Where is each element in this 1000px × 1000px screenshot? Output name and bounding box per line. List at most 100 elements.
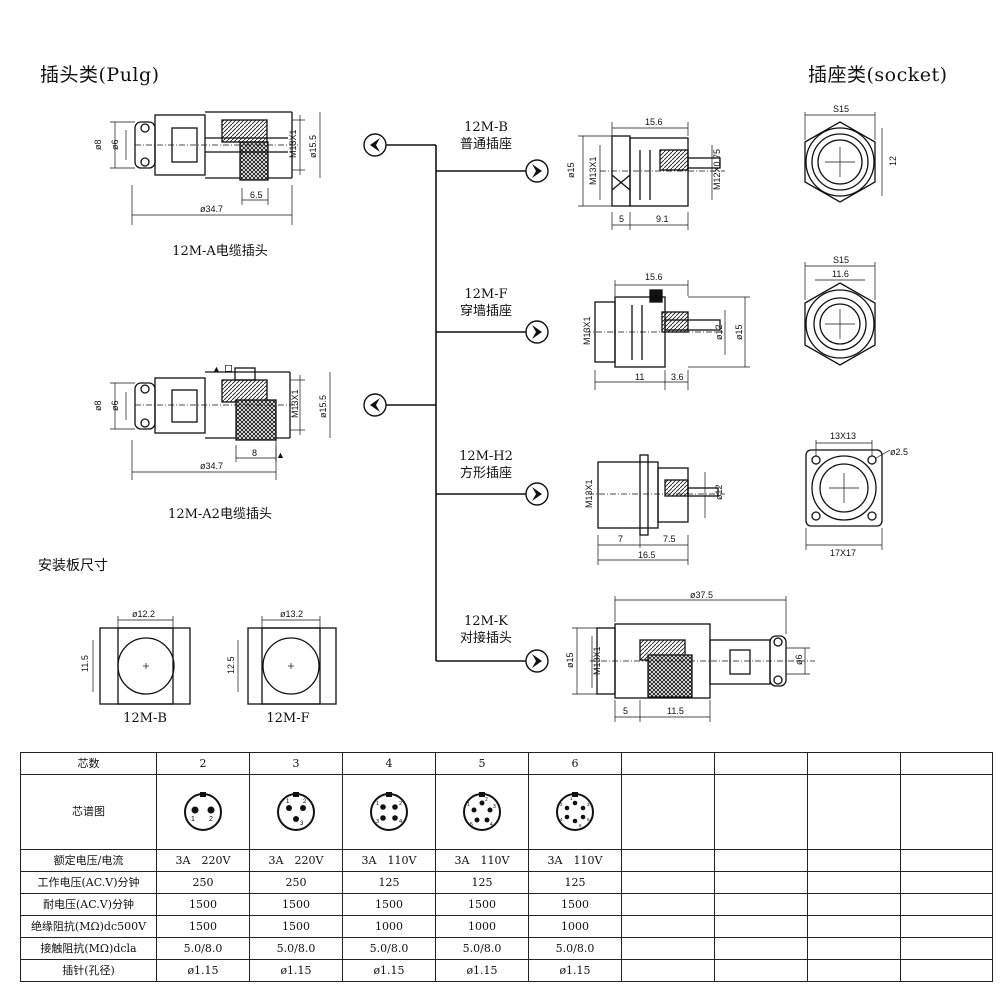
col-header: 4 xyxy=(342,752,436,775)
table-row: 接触阻抗(MΩ)dcla 5.0/8.0 5.0/8.0 5.0/8.0 5.0… xyxy=(20,937,993,960)
dim-label: S15 xyxy=(833,255,849,265)
spec-table: 芯数 2 3 4 5 6 芯谱图 1 2 1 2 3 xyxy=(20,752,993,982)
svg-text:1: 1 xyxy=(467,802,470,808)
cell: 125 xyxy=(528,871,622,894)
socket-front-view-square xyxy=(805,440,891,550)
dim-label: ø2.5 xyxy=(890,447,908,457)
svg-text:3: 3 xyxy=(587,802,590,807)
dim-label: 15.6 xyxy=(645,117,663,127)
dim-label: ø13.2 xyxy=(280,609,303,619)
cell: 1000 xyxy=(435,915,529,938)
cell: 1500 xyxy=(156,893,250,916)
cell: 5.0/8.0 xyxy=(528,937,622,960)
dim-label: M13X1 xyxy=(290,389,300,418)
chevron-right-icon xyxy=(525,482,549,506)
dim-label: ø34.7 xyxy=(200,461,223,471)
socket-code: 12M-H2 xyxy=(459,449,513,464)
socket-name: 对接插头 xyxy=(459,631,512,646)
technical-drawings: ø8 ø6 M13X1 ø15.5 6.5 ø34.7 ø8 ø6 xyxy=(80,104,908,722)
table-row: 插针(孔径) ø1.15 ø1.15 ø1.15 ø1.15 ø1.15 xyxy=(20,959,993,982)
dim-label: M12X0.75 xyxy=(712,149,722,190)
connector-lines xyxy=(386,144,528,662)
socket-label-12m-b: 12M-B 普通插座 xyxy=(450,119,522,153)
socket-name: 普通插座 xyxy=(459,137,512,152)
dim-label: 7.5 xyxy=(663,534,676,544)
panel-drawing-12m-b xyxy=(92,616,191,705)
col-header: 芯数 xyxy=(20,752,157,775)
pin-diagram-3: 1 2 3 xyxy=(249,774,343,850)
row-label: 接触阻抗(MΩ)dcla xyxy=(20,937,157,960)
cell: 1500 xyxy=(249,915,343,938)
cell: 3A 110V xyxy=(435,849,529,872)
socket-front-dims-1: S15 12 xyxy=(833,104,898,166)
cell: 1500 xyxy=(156,915,250,938)
dim-label: M13X1 xyxy=(592,646,602,675)
cell: 5.0/8.0 xyxy=(435,937,529,960)
row-label: 绝缘阻抗(MΩ)dc500V xyxy=(20,915,157,938)
socket-dims-12m-k: ø37.5 ø15 M13X1 ø6 5 11.5 xyxy=(565,590,804,716)
dim-label: 9.1 xyxy=(656,214,669,224)
socket-drawing-12m-b xyxy=(578,122,725,230)
socket-label-12m-k: 12M-K 对接插头 xyxy=(450,613,522,647)
socket-front-dims-2: S15 11.6 xyxy=(832,255,849,279)
socket-name: 穿墙插座 xyxy=(459,304,512,319)
col-header: 3 xyxy=(249,752,343,775)
chevron-left-icon xyxy=(363,393,387,417)
socket-label-12m-h2: 12M-H2 方形插座 xyxy=(450,448,522,482)
dim-label: 5 xyxy=(623,706,628,716)
panel-drawing-12m-f xyxy=(237,616,337,705)
cell: 1000 xyxy=(528,915,622,938)
row-label: 芯谱图 xyxy=(20,774,157,850)
mark-box: 口 xyxy=(224,364,233,374)
mark-triangle: ▲ xyxy=(276,450,285,460)
arrow-icons xyxy=(363,133,549,673)
socket-dims-12m-f: 15.6 M13X1 ø12 ø15 11 3.6 xyxy=(582,272,744,382)
table-header-row: 芯数 2 3 4 5 6 xyxy=(20,752,993,775)
svg-text:1: 1 xyxy=(286,799,290,805)
cell: 250 xyxy=(156,871,250,894)
dim-label: 11 xyxy=(635,372,644,382)
chevron-right-icon xyxy=(525,649,549,673)
svg-text:5: 5 xyxy=(587,817,590,822)
socket-drawing-12m-f xyxy=(585,280,750,390)
dim-label: M13X1 xyxy=(588,156,598,185)
col-header: 6 xyxy=(528,752,622,775)
table-row: 工作电压(AC.V)分钟 250 250 125 125 125 xyxy=(20,871,993,894)
dim-label: ø12 xyxy=(714,484,724,500)
dim-label: M13X1 xyxy=(584,479,594,508)
dim-label: ø6 xyxy=(110,139,120,150)
cell: ø1.15 xyxy=(342,959,436,982)
row-label: 插针(孔径) xyxy=(20,959,157,982)
socket-front-view-hex-2 xyxy=(804,262,876,366)
cell: 3A 110V xyxy=(342,849,436,872)
table-row: 绝缘阻抗(MΩ)dc500V 1500 1500 1000 1000 1000 xyxy=(20,915,993,938)
dim-label: ø37.5 xyxy=(690,590,713,600)
dim-label: ø12 xyxy=(714,324,724,340)
pin-diagram-2: 1 2 xyxy=(156,774,250,850)
dim-label: ø8 xyxy=(93,400,103,411)
col-header: 5 xyxy=(435,752,529,775)
dim-label: ø15 xyxy=(565,652,575,668)
dim-label: 11.6 xyxy=(832,269,849,279)
dim-label: ø6 xyxy=(110,400,120,411)
svg-text:3: 3 xyxy=(300,821,304,827)
dim-label: ø15.5 xyxy=(318,395,328,418)
svg-text:4: 4 xyxy=(490,822,493,828)
svg-text:1: 1 xyxy=(376,801,379,807)
socket-drawing-12m-k xyxy=(572,596,815,722)
dim-label: ø15 xyxy=(734,324,744,340)
svg-text:4: 4 xyxy=(560,817,563,822)
pin-diagram-5: 1 2 3 4 5 xyxy=(435,774,529,850)
dim-label: 5 xyxy=(619,214,624,224)
socket-front-view-hex-1 xyxy=(804,112,883,203)
dim-label: 16.5 xyxy=(638,550,656,560)
mark-triangle: ▲ xyxy=(212,364,221,374)
plug-section-header: 插头类(Pulg) xyxy=(40,64,160,86)
socket-dims-12m-b: 15.6 ø15 M13X1 M12X0.75 5 9.1 xyxy=(566,117,722,224)
cell: 3A 220V xyxy=(156,849,250,872)
chevron-left-icon xyxy=(363,133,387,157)
cell: 1500 xyxy=(249,893,343,916)
dim-label: ø6 xyxy=(794,654,804,665)
svg-text:3: 3 xyxy=(493,804,496,810)
svg-text:1: 1 xyxy=(570,796,573,801)
